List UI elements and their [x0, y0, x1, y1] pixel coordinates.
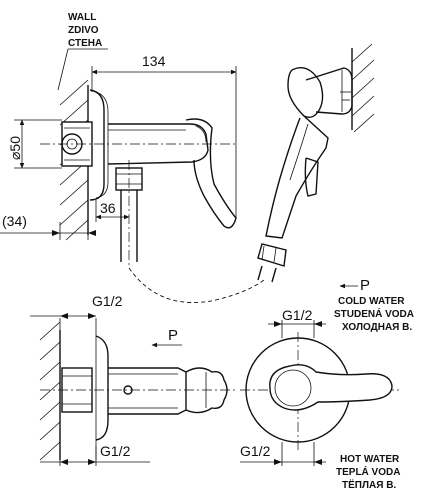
flow-mark-label: P: [168, 327, 178, 344]
dim-134: 134: [91, 53, 237, 218]
side-view-mixer: [40, 89, 237, 268]
bottom-left-mixer: [40, 335, 236, 441]
g12-bottom-left-label: G1/2: [100, 443, 131, 459]
dim-g12-top-left: G1/2: [30, 293, 123, 330]
hot-water-cz: TEPLÁ VODA: [336, 465, 400, 478]
wall-label-cz: ZDIVO: [68, 25, 99, 36]
wall-label-ru: СТЕНА: [68, 38, 102, 49]
cold-water-label: P COLD WATER STUDENÁ VODA ХОЛОДНАЯ В.: [334, 277, 414, 333]
wall-bracket-hatch: [351, 43, 375, 133]
dim-diameter-50: ⌀50: [7, 119, 62, 169]
dim-34-label: (34): [2, 213, 27, 229]
g12-right-bottom-label: G1/2: [240, 443, 271, 459]
dim-50-label: ⌀50: [7, 136, 23, 160]
wall-label: WALL ZDIVO СТЕНА: [57, 12, 108, 91]
dim-g12-right-bottom: G1/2: [240, 442, 326, 466]
g12-top-left-label: G1/2: [92, 293, 123, 309]
dim-g12-right-top: G1/2: [268, 307, 326, 338]
hot-water-ru: ТЁПЛАЯ В.: [342, 478, 396, 491]
hot-water-en: HOT WATER: [340, 454, 400, 465]
wall-label-en: WALL: [68, 12, 96, 23]
cold-water-p: P: [360, 277, 370, 294]
hose-dashed: [128, 267, 265, 303]
dim-134-label: 134: [142, 53, 166, 69]
bottom-left-wall: [39, 321, 97, 461]
flow-mark-p: P: [151, 327, 182, 348]
dim-g12-bottom-left: G1/2: [40, 443, 150, 466]
hot-water-label: HOT WATER TEPLÁ VODA ТЁПЛАЯ В.: [336, 454, 400, 491]
dim-36: 36: [95, 200, 130, 222]
cold-water-en: COLD WATER: [338, 296, 405, 307]
front-view: [240, 332, 400, 450]
hand-shower: [257, 67, 353, 283]
cold-water-ru: ХОЛОДНАЯ В.: [342, 322, 412, 333]
dim-36-label: 36: [100, 200, 116, 216]
g12-right-top-label: G1/2: [282, 307, 313, 323]
cold-water-cz: STUDENÁ VODA: [334, 307, 414, 320]
dim-34: (34): [0, 213, 96, 240]
